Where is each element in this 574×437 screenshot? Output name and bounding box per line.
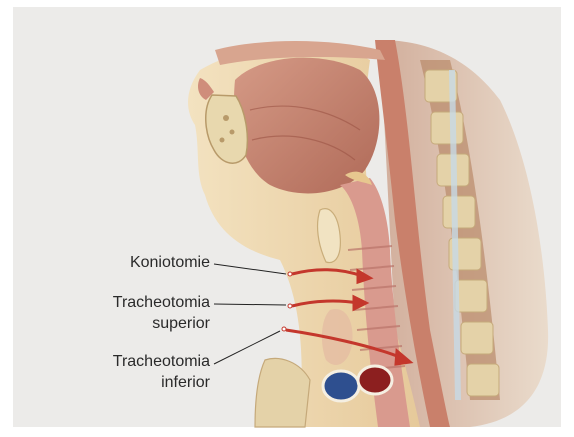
label-koniotomie: Koniotomie [130, 252, 210, 273]
leader-lines [214, 264, 286, 364]
label-tracheotomia-inferior: Tracheotomia inferior [113, 351, 210, 393]
label-tracheo-inferior-line2: inferior [113, 372, 210, 393]
label-tracheo-inferior-line1: Tracheotomia [113, 351, 210, 372]
leader-koniotomie [214, 264, 286, 274]
brachiocephalic-vein [323, 371, 359, 401]
leader-tracheo-superior [214, 304, 286, 305]
label-tracheo-superior-line2: superior [113, 313, 210, 334]
brachiocephalic-artery [358, 366, 392, 394]
entry-point-koniotomie [288, 272, 292, 276]
entry-point-tracheo-inferior [282, 327, 286, 331]
sternum [255, 358, 310, 427]
entry-point-tracheo-superior [288, 304, 292, 308]
label-tracheotomia-superior: Tracheotomia superior [113, 292, 210, 334]
label-tracheo-superior-line1: Tracheotomia [113, 292, 210, 313]
label-koniotomie-text: Koniotomie [130, 254, 210, 271]
